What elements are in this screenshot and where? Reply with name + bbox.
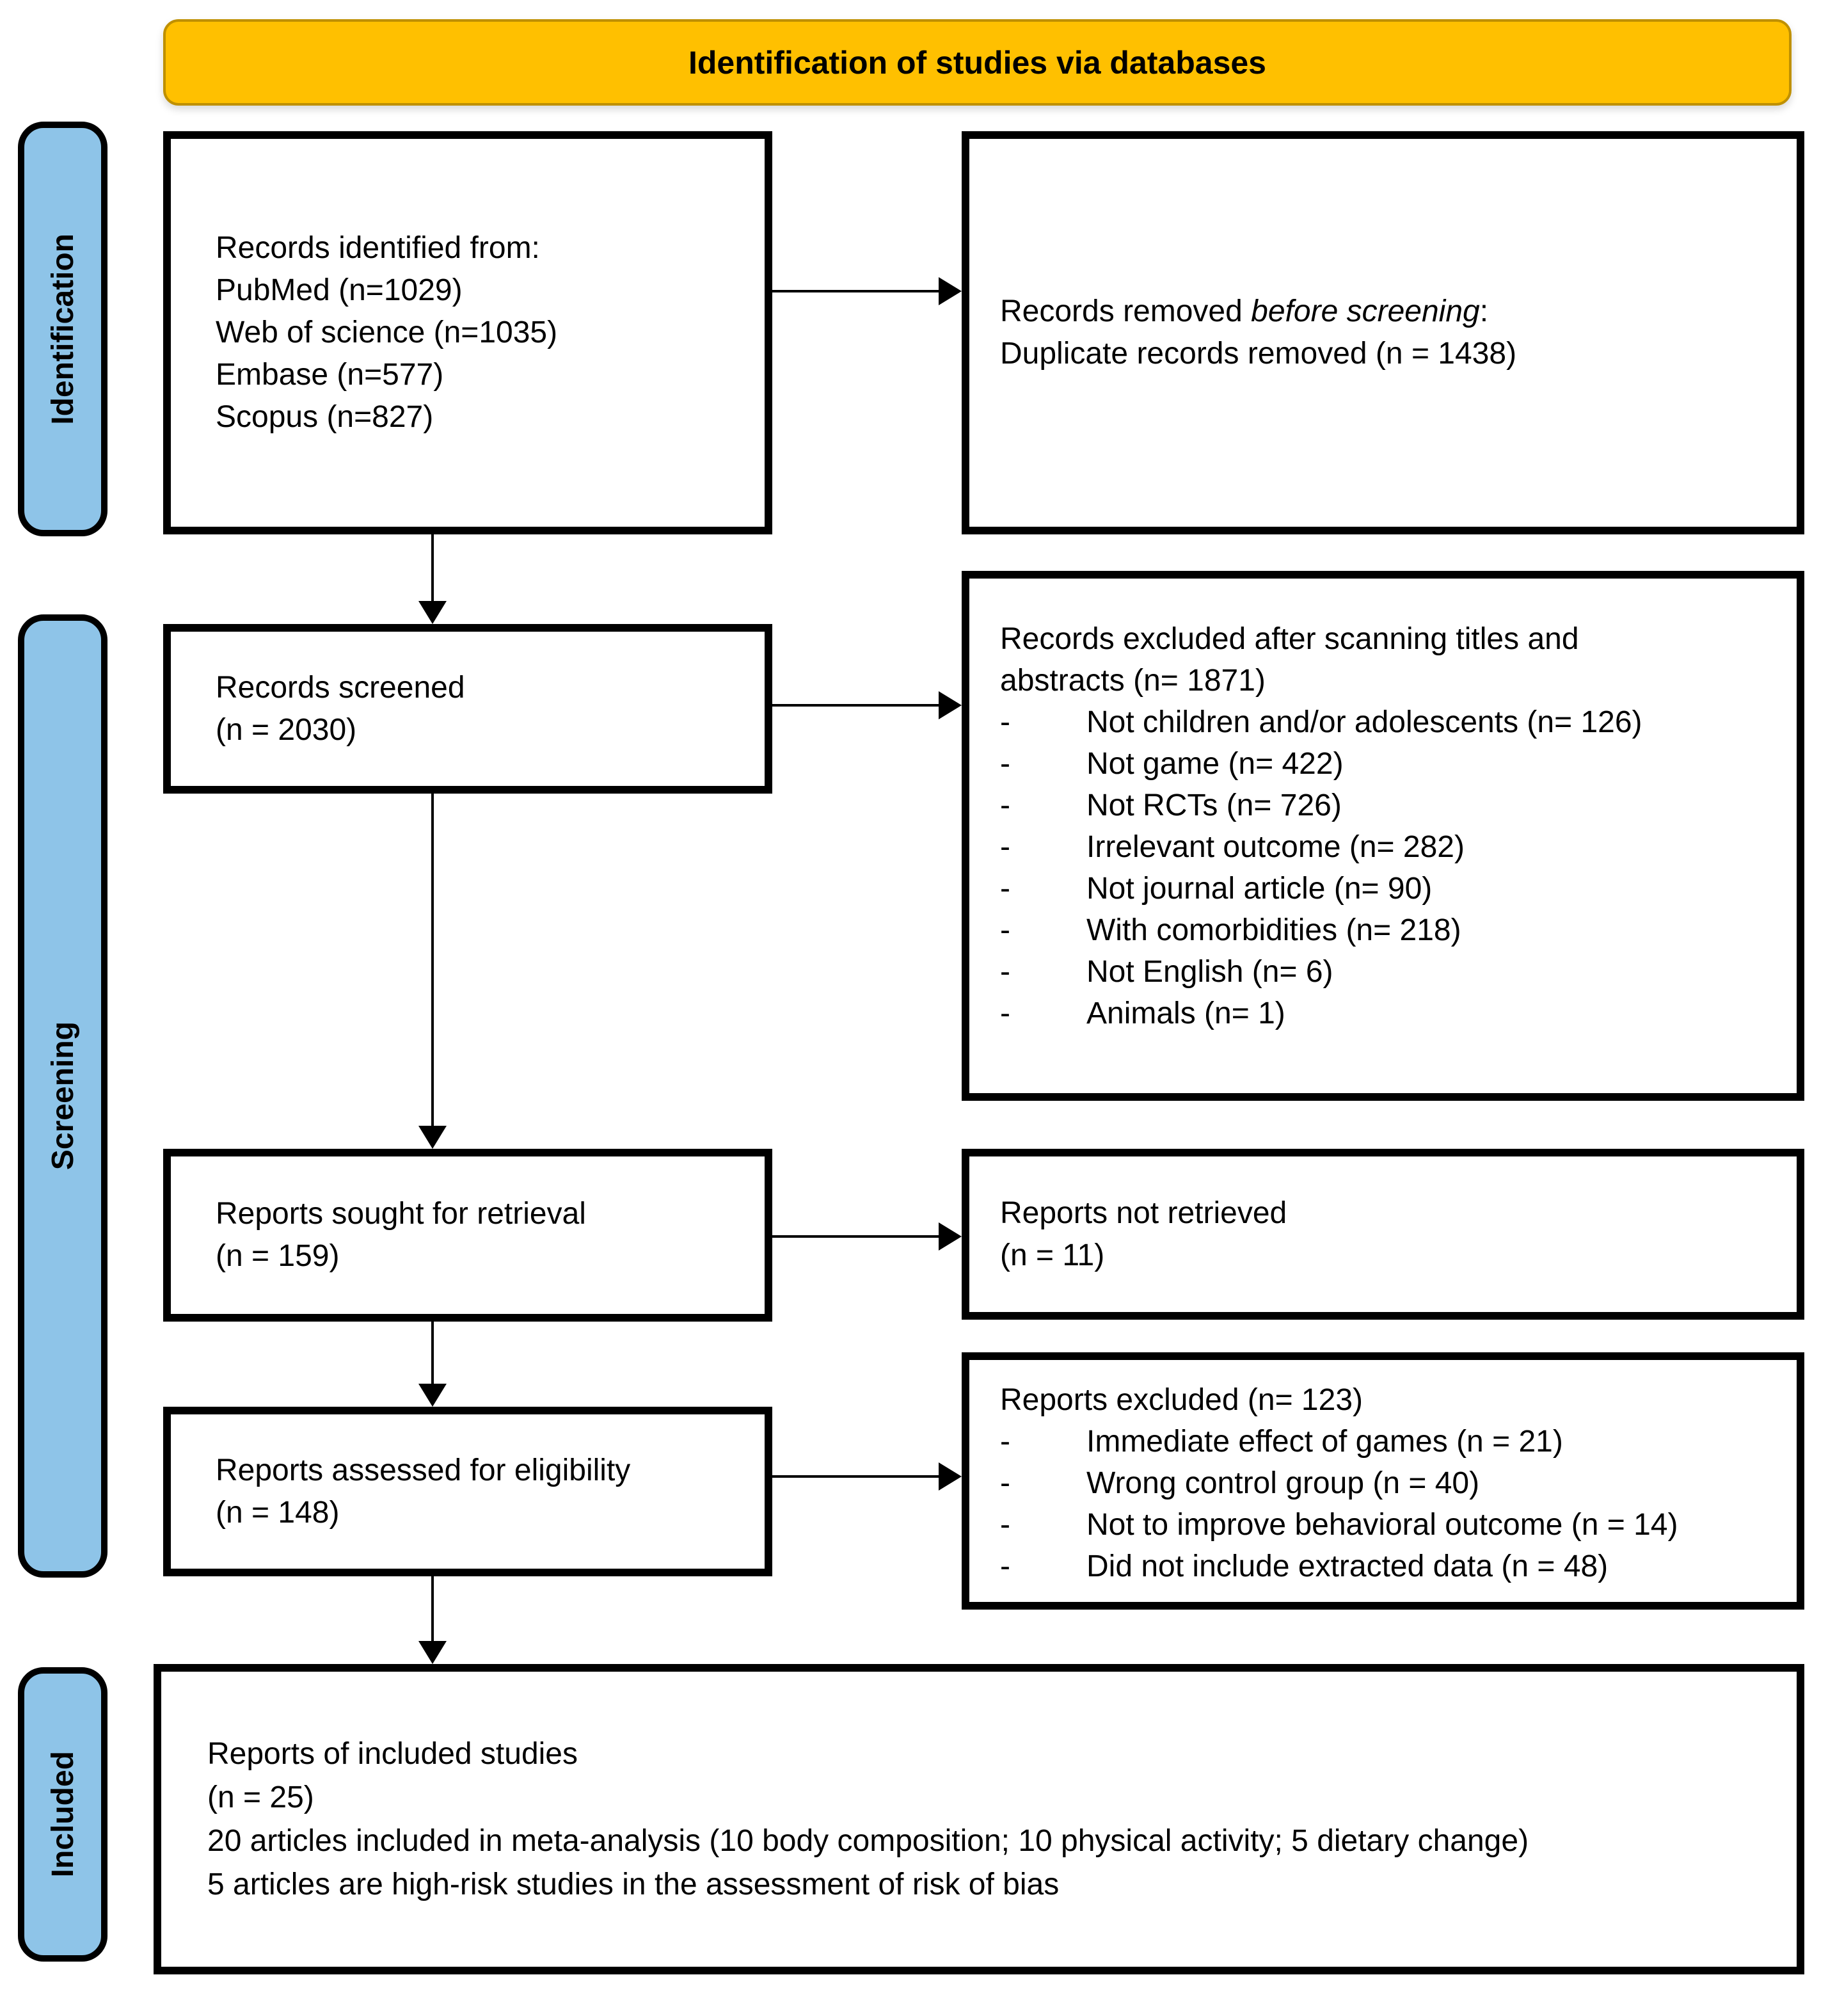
exclusion-item-text: Not game (n= 422)	[1086, 747, 1344, 781]
text-line: Duplicate records removed (n = 1438)	[1000, 337, 1517, 371]
stage-label-screening: Screening	[18, 614, 107, 1578]
box-records-excluded: Records excluded after scanning titles a…	[962, 571, 1804, 1101]
arrow-screened-to-sought-line	[431, 794, 434, 1126]
exclusion-item: - Not game (n= 422)	[1000, 743, 1784, 785]
stage-label-screening-text: Screening	[45, 1021, 80, 1171]
box-records-identified: Records identified from: PubMed (n=1029)…	[163, 131, 772, 534]
box-included-studies: Reports of included studies (n = 25) 20 …	[154, 1664, 1804, 1974]
exclusion-item-text: With comorbidities (n= 218)	[1086, 913, 1461, 947]
stage-label-included-text: Included	[45, 1751, 80, 1878]
box-reports-not-retrieved: Reports not retrieved (n = 11)	[962, 1149, 1804, 1320]
bullet-dash: -	[1000, 1508, 1010, 1542]
diagram-title: Identification of studies via databases	[688, 44, 1266, 81]
exclusion-item: - Not English (n= 6)	[1000, 951, 1784, 993]
exclusion-item-text: Animals (n= 1)	[1086, 996, 1285, 1030]
exclusion-item-text: Not journal article (n= 90)	[1086, 872, 1433, 906]
text-line: Records identified from:	[216, 231, 540, 265]
box-records-removed: Records removed before screening: Duplic…	[962, 131, 1804, 534]
box-reports-excluded: Reports excluded (n= 123) - Immediate ef…	[962, 1352, 1804, 1610]
exclusion-item-text: Did not include extracted data (n = 48)	[1086, 1549, 1609, 1583]
text-line: abstracts (n= 1871)	[1000, 664, 1266, 698]
exclusion-item-text: Not to improve behavioral outcome (n = 1…	[1086, 1508, 1678, 1542]
text-line: 5 articles are high-risk studies in the …	[207, 1867, 1060, 1901]
text-line: Scopus (n=827)	[216, 400, 434, 434]
exclusion-item: - With comorbidities (n= 218)	[1000, 909, 1784, 951]
exclusion-item-text: Immediate effect of games (n = 21)	[1086, 1425, 1563, 1459]
exclusion-item-text: Not RCTs (n= 726)	[1086, 788, 1342, 822]
bullet-dash: -	[1000, 830, 1010, 864]
stage-label-identification-text: Identification	[45, 233, 80, 425]
bullet-dash: -	[1000, 996, 1010, 1030]
bullet-dash: -	[1000, 747, 1010, 781]
bullet-dash: -	[1000, 1466, 1010, 1500]
text-line: Records screened	[216, 670, 465, 705]
text-line: Reports sought for retrieval	[216, 1197, 586, 1231]
arrow-assessed-to-included-line	[431, 1576, 434, 1641]
text-line: Reports excluded (n= 123)	[1000, 1383, 1363, 1417]
exclusion-item-text: Irrelevant outcome (n= 282)	[1086, 830, 1465, 864]
text-line: 20 articles included in meta-analysis (1…	[207, 1823, 1529, 1858]
box-reports-sought: Reports sought for retrieval (n = 159)	[163, 1149, 772, 1322]
arrow-identified-to-removed-line	[772, 290, 939, 292]
arrow-down-icon	[418, 1126, 447, 1149]
text-line: Reports assessed for eligibility	[216, 1453, 631, 1487]
text-line: Records excluded after scanning titles a…	[1000, 622, 1579, 656]
text-line: PubMed (n=1029)	[216, 273, 463, 307]
box-records-screened: Records screened (n = 2030)	[163, 624, 772, 794]
diagram-header: Identification of studies via databases	[163, 19, 1792, 106]
exclusion-item: - Immediate effect of games (n = 21)	[1000, 1421, 1784, 1462]
text-line: (n = 25)	[207, 1780, 314, 1814]
stage-label-identification: Identification	[18, 122, 107, 536]
text-line: (n = 2030)	[216, 712, 357, 747]
arrow-down-icon	[418, 1384, 447, 1407]
text-line: Reports of included studies	[207, 1736, 578, 1771]
exclusion-item: - Not to improve behavioral outcome (n =…	[1000, 1504, 1784, 1546]
arrow-identified-to-screened-line	[431, 534, 434, 601]
text-line: Records removed before screening:	[1000, 291, 1784, 333]
bullet-dash: -	[1000, 913, 1010, 947]
exclusion-item: - Not journal article (n= 90)	[1000, 868, 1784, 909]
text-line: Reports not retrieved	[1000, 1196, 1287, 1230]
text-segment-italic: before screening	[1251, 294, 1480, 328]
text-segment: Records removed	[1000, 294, 1252, 328]
bullet-dash: -	[1000, 1549, 1010, 1583]
arrow-right-icon	[939, 277, 962, 305]
bullet-dash: -	[1000, 788, 1010, 822]
exclusion-item: - Irrelevant outcome (n= 282)	[1000, 826, 1784, 868]
text-line: (n = 11)	[1000, 1238, 1105, 1272]
arrow-down-icon	[418, 1641, 447, 1664]
bullet-dash: -	[1000, 955, 1010, 989]
text-segment: :	[1479, 294, 1489, 328]
arrow-right-icon	[939, 691, 962, 719]
text-line: Web of science (n=1035)	[216, 316, 558, 349]
arrow-sought-to-assessed-line	[431, 1322, 434, 1384]
box-reports-assessed: Reports assessed for eligibility (n = 14…	[163, 1407, 772, 1576]
stage-label-included: Included	[18, 1667, 107, 1962]
exclusion-item: - Animals (n= 1)	[1000, 993, 1784, 1034]
text-line: Embase (n=577)	[216, 358, 444, 392]
text-line: (n = 148)	[216, 1495, 340, 1530]
arrow-assessed-to-excluded-line	[772, 1475, 939, 1478]
exclusion-item-text: Not children and/or adolescents (n= 126)	[1086, 705, 1642, 739]
exclusion-item-text: Not English (n= 6)	[1086, 955, 1333, 989]
arrow-right-icon	[939, 1462, 962, 1491]
arrow-sought-to-notretrieved-line	[772, 1235, 939, 1238]
bullet-dash: -	[1000, 705, 1010, 739]
bullet-dash: -	[1000, 872, 1010, 906]
exclusion-item: - Not RCTs (n= 726)	[1000, 785, 1784, 826]
arrow-right-icon	[939, 1222, 962, 1251]
exclusion-item: - Wrong control group (n = 40)	[1000, 1462, 1784, 1504]
exclusion-item: - Not children and/or adolescents (n= 12…	[1000, 701, 1784, 743]
bullet-dash: -	[1000, 1425, 1010, 1459]
exclusion-item-text: Wrong control group (n = 40)	[1086, 1466, 1480, 1500]
arrow-screened-to-excluded-line	[772, 704, 939, 707]
text-line: (n = 159)	[216, 1239, 340, 1273]
arrow-down-icon	[418, 601, 447, 624]
exclusion-item: - Did not include extracted data (n = 48…	[1000, 1546, 1784, 1587]
